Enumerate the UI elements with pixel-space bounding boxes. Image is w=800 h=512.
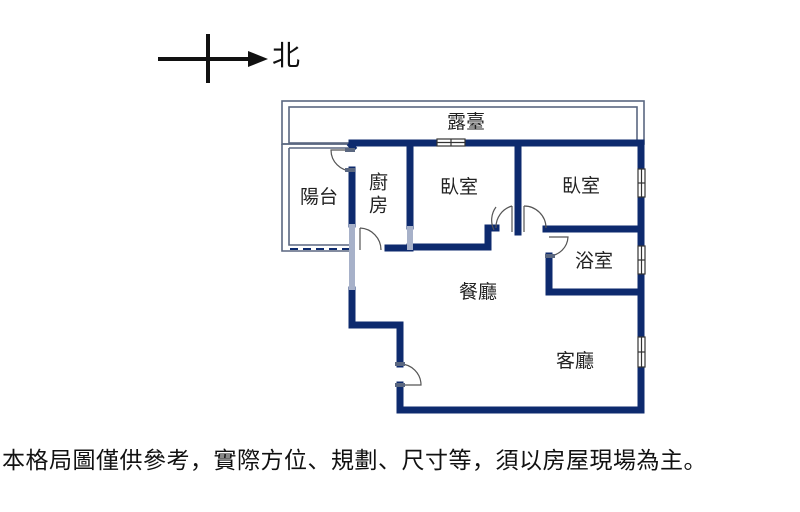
room-label-bedroom-2: 臥室 [562, 175, 601, 197]
door-jambs [345, 148, 555, 387]
balcony-outline [281, 143, 353, 252]
room-label-kitchen: 廚房 [366, 172, 388, 218]
windows [436, 138, 646, 368]
room-label-bathroom: 浴室 [575, 250, 614, 272]
room-label-dining-room: 餐廳 [459, 281, 498, 303]
disclaimer-text: 本格局圖僅供參考，實際方位、規劃、尺寸等，須以房屋現場為主。 [2, 448, 707, 474]
door-kitchen [359, 227, 382, 251]
faded-walls [349, 224, 413, 290]
door-bedroom-1 [491, 205, 513, 231]
room-label-living-room: 客廳 [556, 350, 595, 372]
compass-arrow-icon [158, 34, 268, 83]
room-label-balcony: 陽台 [300, 186, 339, 208]
room-label-terrace: 露臺 [447, 111, 486, 133]
door-bedroom-2 [523, 205, 547, 229]
room-label-bedroom-1: 臥室 [440, 176, 479, 198]
north-label: 北 [272, 39, 301, 72]
